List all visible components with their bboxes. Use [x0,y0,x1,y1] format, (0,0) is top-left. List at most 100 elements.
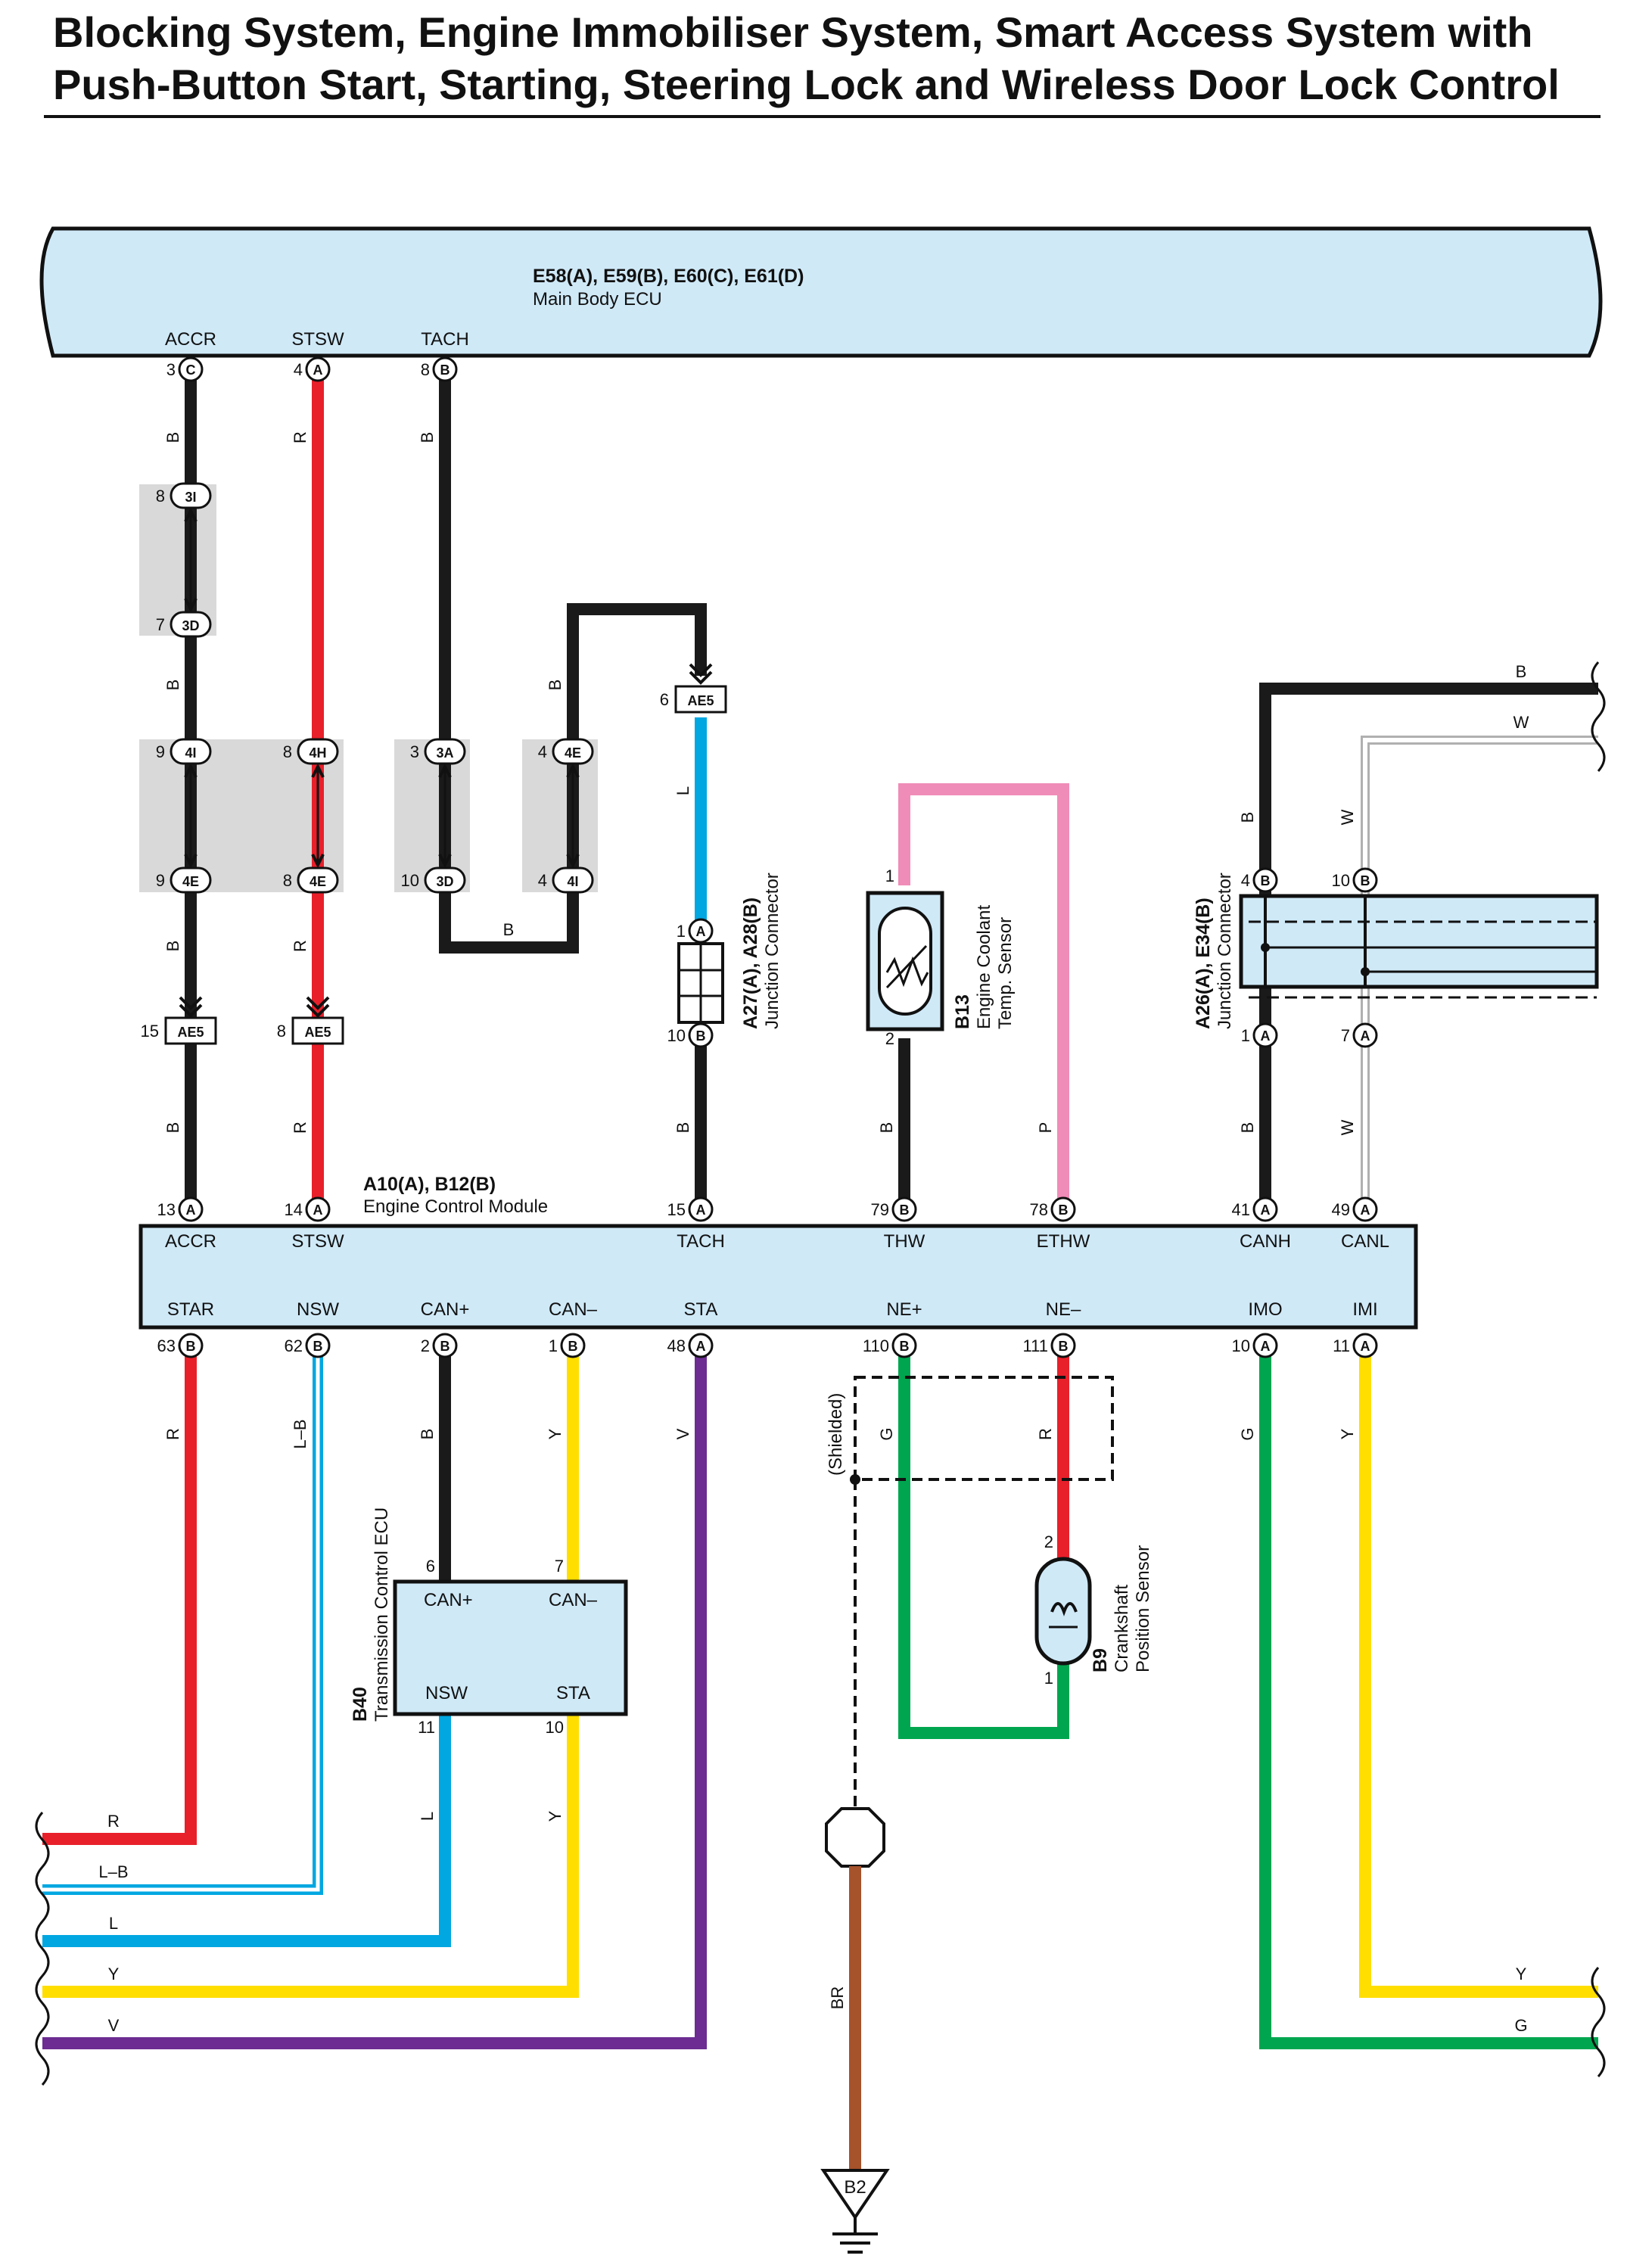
ecm-top-ethw-pin-number: 78 [1030,1200,1048,1219]
sensor-b13-pin1: 1 [885,866,894,885]
wire-label-accr-ecm: B [163,1122,182,1134]
junction-a26-p1-terminal [1252,1022,1278,1048]
wire-label-stsw-ecm: R [291,1122,310,1134]
junction-a26-node-l [1361,967,1370,976]
ecm-top-canh-terminal [1252,1196,1278,1222]
wire-label-left-lb: L–B [98,1862,128,1881]
wire-label-stsw-low: R [291,940,310,952]
tcu-name-group: B40 Transmission Control ECU [350,1507,392,1722]
ecm-bottom-pin-terminal [1050,1333,1076,1358]
chevron-ae5-6 [689,663,713,685]
ecm-bottom-pin-terminal [688,1333,714,1358]
main-body-tach-terminal-letter: B [440,362,450,378]
thermistor-slash [885,944,928,989]
connector-4e-b-pin-number: 8 [283,871,292,890]
main-body-ecu-pin-label: STSW [291,329,344,350]
wire-label-tach-ecm: B [674,1122,692,1134]
connector-ae5-8-box [291,1016,344,1045]
wire-label-can-plus: B [418,1429,437,1440]
link-3a-3d-arrow-down [438,854,452,869]
wire-label-sta: V [674,1428,692,1439]
wire-label-canh-top: B [1238,812,1257,823]
ecm-bottom-pin-pin-number: 2 [421,1336,430,1355]
ecm-top-thw-terminal-letter: B [900,1202,910,1218]
ground-splice [825,1807,885,1868]
ecm-top-tach-pin-number: 15 [667,1200,686,1219]
tcu-can-minus-label: CAN– [549,1590,598,1610]
junction-4e-4i-bg [522,739,598,892]
ground-label: B2 [844,2177,866,2198]
junction-a26-p10-terminal-letter: B [1361,873,1370,888]
connector-ae5-15-id: AE5 [177,1025,204,1040]
junction-a26-p7-pin-number: 7 [1341,1026,1350,1045]
connector-4i-b-id: 4I [567,874,578,889]
ecm-bottom-label: NE– [1046,1299,1081,1320]
junction-a26-box [1239,894,1599,989]
connector-3d-top-id: 3D [182,618,199,633]
junction-3a-3d-bg [394,739,470,892]
junction-a27-top-pin-number: 1 [677,922,686,941]
wire-label-tach-loop: B [503,920,515,939]
wire-label-ethw: P [1036,1122,1055,1134]
coil-icon [1050,1602,1078,1616]
junction-a27-codes: A27(A), A28(B) [740,898,761,1029]
shielded-text: (Shielded) [826,1393,846,1476]
main-body-ecu-name: Main Body ECU [533,289,662,310]
ecm-bottom-pin-terminal [1252,1333,1278,1358]
junction-a27-top-terminal-letter: A [696,924,706,939]
ecm-top-label: STSW [291,1231,344,1252]
junction-a26-p1-pin-number: 1 [1241,1026,1250,1045]
ecm-top-ethw-terminal [1050,1196,1076,1222]
connector-3a-pin-number: 3 [410,742,419,761]
tcu-pin: 7 [555,1557,564,1576]
ecm-top-label: CANH [1240,1231,1291,1252]
sensor-b9-code: B9 [1090,1648,1111,1672]
junction-a26-p4-pin-number: 4 [1241,871,1250,890]
tcu-sta-label: STA [556,1683,590,1703]
ecm-bottom-pin-terminal-letter: B [900,1339,910,1354]
wire-ethw-pink [898,783,1069,1209]
ecm-bottom-pin-pin-number: 62 [285,1336,303,1355]
sensor-b13-name1: Engine Coolant [974,905,994,1029]
wire-label-star: R [163,1428,182,1440]
main-body-accr-pin-number: 3 [166,360,176,379]
ecm-top-label: CANL [1341,1231,1389,1252]
wire-star-red [42,1347,197,1845]
main-body-ecu [39,226,1603,358]
junction-a26-p4-terminal [1252,867,1278,893]
connector-4e-a-pin-number: 9 [156,871,165,890]
connector-ae5-15-pin-number: 15 [141,1022,159,1041]
wire-break-marks [35,661,1606,2086]
connector-4i-b-pin-number: 4 [538,871,547,890]
junction-a26-name: Junction Connector [1215,873,1235,1029]
ecm-bottom-pin-pin-number: 11 [1333,1336,1350,1355]
ecm-codes: A10(A), B12(B) [363,1174,496,1195]
wire-label-stsw-top: R [291,431,310,443]
ecm-top-ethw-terminal-letter: B [1059,1202,1069,1218]
connector-ae5-6-box [674,685,727,714]
ecm-bottom-label: IMO [1248,1299,1282,1320]
wire-nsw-blue [42,1714,451,1947]
ecm-top-tach-terminal-letter: A [696,1202,706,1218]
connector-4e-c-pin-number: 4 [538,742,547,761]
ecm-bottom-pin-terminal-letter: B [440,1339,450,1354]
main-body-accr-terminal-letter: C [186,362,196,378]
wire-label-nsw: L–B [291,1419,310,1448]
connector-4h-id: 4H [309,745,326,761]
junction-a26-codes: A26(A), E34(B) [1193,898,1214,1029]
connector-4h-pin-number: 8 [283,742,292,761]
wire-label-thw: B [877,1122,896,1134]
transmission-control-ecu [393,1579,628,1716]
shielded-label: (Shielded) [826,1393,846,1476]
link-4e-4i-arrow-down [566,854,580,869]
link-3i-3d-arrow-up [184,507,198,522]
wire-label-can-minus: Y [546,1428,565,1439]
thermistor-zigzag [885,956,929,988]
main-body-ecu-codes: E58(A), E59(B), E60(C), E61(D) [533,266,804,287]
title-line-1: Blocking System, Engine Immobiliser Syst… [53,8,1533,56]
ecm-bottom-pin-pin-number: 110 [863,1336,889,1355]
connector-4i-a-pin-number: 9 [156,742,165,761]
ecm-bottom-label: STA [684,1299,718,1320]
wire-label-left-l: L [109,1914,118,1933]
